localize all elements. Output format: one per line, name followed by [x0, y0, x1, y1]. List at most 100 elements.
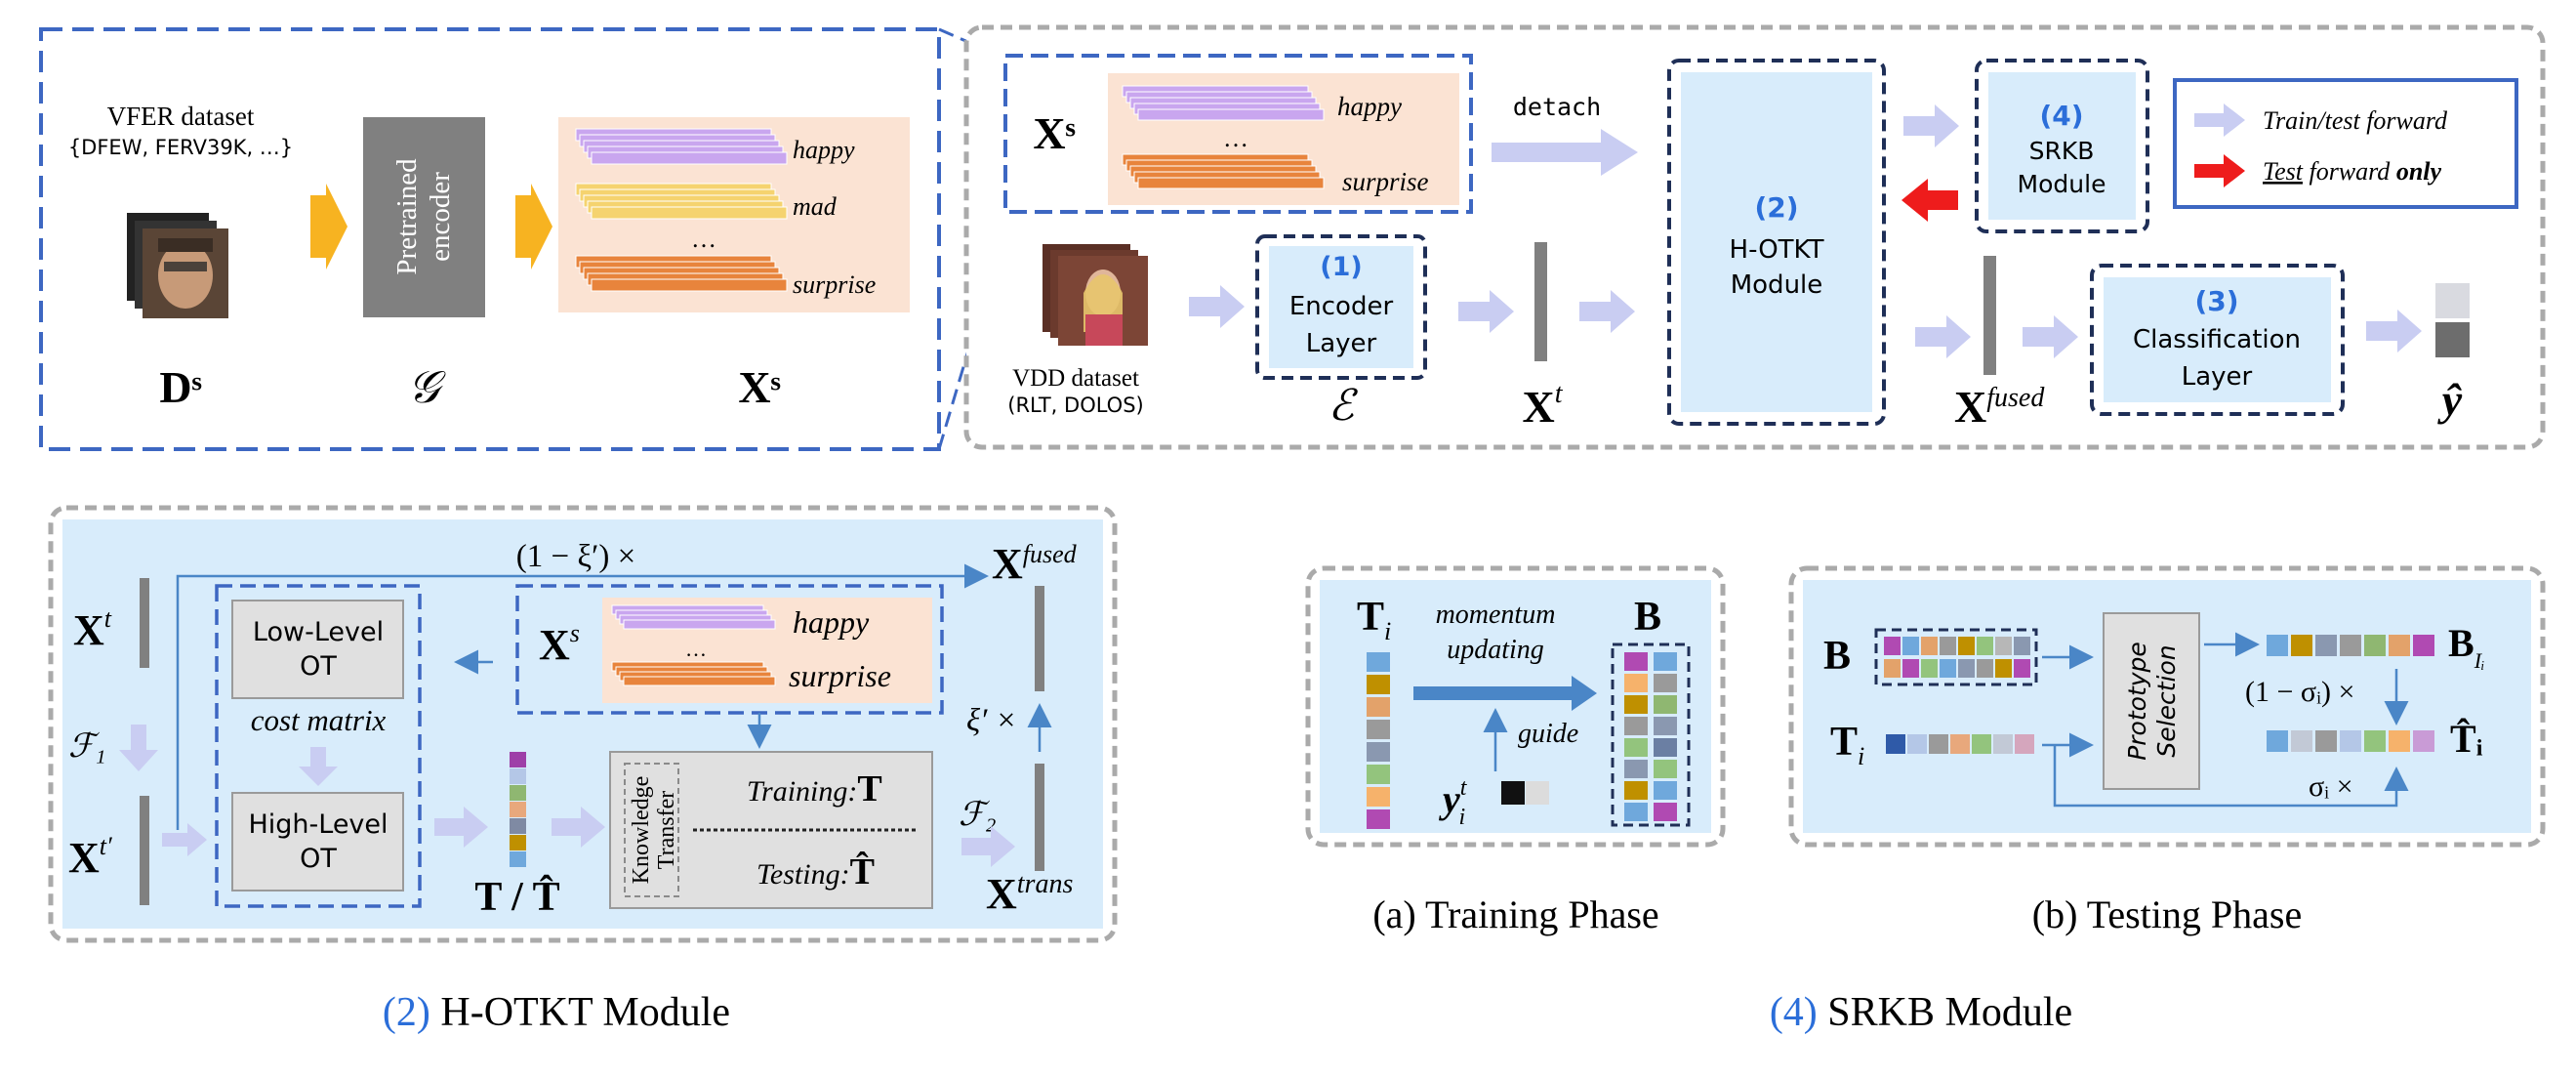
t-token: [510, 785, 526, 801]
t-token: [510, 851, 526, 867]
test-b-token: [1958, 659, 1975, 678]
test-b-box: [1874, 628, 2038, 686]
label-Ds: Dˢ: [159, 362, 201, 412]
srkb-num: (4): [2039, 100, 2083, 132]
main-class-ellipsis: …: [1223, 124, 1248, 152]
test-ti-row: [1886, 734, 2034, 754]
src-happy-feature: [591, 151, 788, 165]
hotkt-xfused: Xfused: [992, 540, 1078, 588]
test-b-token: [1995, 659, 2012, 678]
hotkt-class-ellipsis: …: [685, 637, 707, 661]
source-panel: VFER dataset {DFEW, FERV39K, …} Dˢ Pretr…: [39, 27, 1012, 451]
train-b-token: [1624, 781, 1648, 800]
vfer-title: VFER dataset: [107, 102, 255, 131]
label-Xfused-main: Xfused: [1954, 382, 2045, 432]
test-that-token: [2364, 730, 2386, 752]
test-that-token: [2413, 730, 2434, 752]
src-class-ellipsis: …: [691, 225, 716, 253]
arrow-momentum: [1413, 676, 1597, 711]
hotkt-xt-prime-bar: [140, 796, 149, 905]
arrow-vdd-encoder: [1189, 285, 1245, 328]
t-token: [510, 818, 526, 834]
testing-phase-caption: (b) Testing Phase: [2032, 892, 2302, 936]
src-class-surprise: surprise: [793, 270, 876, 299]
test-that-row: [2267, 730, 2434, 752]
hotkt-xs-box: [515, 584, 944, 715]
train-b-token: [1654, 781, 1677, 800]
test-bii-token: [2364, 635, 2386, 656]
kt-training: Training:T: [747, 768, 882, 809]
test-ti-token: [1993, 734, 2013, 754]
test-ti-token: [2015, 734, 2034, 754]
vdd-image-stack: [1043, 244, 1148, 346]
encoder-label: Pretrainedencoder: [391, 158, 456, 275]
train-b-token: [1654, 695, 1677, 714]
arrow-hotkt-xfused: [1915, 315, 1971, 358]
test-bii-token: [2340, 635, 2361, 656]
test-bii-token: [2413, 635, 2434, 656]
test-ti-token: [1972, 734, 1991, 754]
train-ti-token: [1367, 652, 1390, 672]
t-token: [510, 802, 526, 817]
t-token-stack: [510, 752, 526, 867]
test-bii-token: [2389, 635, 2410, 656]
cls-num: (3): [2194, 285, 2238, 317]
y-onehot-black: [1501, 781, 1525, 805]
train-b-token: [1624, 717, 1648, 735]
hotkt-t-label: T / T̂: [474, 875, 559, 920]
test-b-token: [1977, 637, 1993, 655]
train-ti-stack: [1367, 652, 1390, 829]
test-bii: BIᵢ: [2448, 621, 2485, 673]
test-that-token: [2315, 730, 2337, 752]
test-b-token: [1884, 637, 1901, 655]
test-ti-token: [1950, 734, 1970, 754]
test-that-token: [2267, 730, 2288, 752]
test-bii-token: [2291, 635, 2312, 656]
hotkt-f1: ℱ₁: [68, 728, 106, 765]
train-b: B: [1634, 595, 1661, 640]
line-top-fused: [176, 563, 989, 830]
high-level-ot-box: [231, 792, 404, 891]
legend-test-only: Test forward only: [2263, 157, 2441, 186]
vdd-list: (RLT, DOLOS): [1007, 394, 1143, 417]
arrow-t-kt: [552, 807, 605, 848]
train-b-token: [1654, 803, 1677, 821]
train-b-token: [1624, 760, 1648, 778]
srkb-testing-panel: B Ti PrototypeSelection BIᵢ (1 − σᵢ) × T…: [1788, 565, 2546, 848]
arrow-ot-t: [434, 807, 488, 848]
test-b-token: [1977, 659, 1993, 678]
arrow-cls-output: [2366, 310, 2422, 352]
arrow-f1-down: [119, 725, 158, 771]
kt-testing: Testing:T̂: [756, 851, 875, 892]
test-that: T̂ᵢ: [2450, 717, 2483, 761]
hotkt-f2: ℱ₂: [959, 797, 997, 833]
t-token: [510, 835, 526, 850]
t-token: [510, 768, 526, 784]
detach-label: detach: [1513, 93, 1601, 121]
prototype-selection-box: [2103, 612, 2200, 790]
arrow-hotkt-srkb: [1903, 104, 1959, 147]
encoder-symbol: ℰ: [1329, 382, 1359, 430]
arrow-kt-xtrans: [961, 826, 1015, 867]
test-b: B: [1823, 634, 1851, 679]
test-b-token: [1995, 637, 2012, 655]
xt-bar: [1534, 242, 1547, 361]
arrow-encoder-xt: [1458, 290, 1514, 333]
train-b-token: [1624, 695, 1648, 714]
test-b-token: [1940, 637, 1956, 655]
t-token: [510, 752, 526, 767]
hotkt-xtrans: Xtrans: [986, 869, 1073, 918]
encoder-num: (1): [1320, 252, 1362, 282]
training-phase-caption: (a) Training Phase: [1372, 892, 1658, 936]
one-minus-sigma: (1 − σᵢ) ×: [2245, 676, 2354, 708]
test-that-token: [2291, 730, 2312, 752]
main-happy-feature: [1137, 108, 1325, 121]
train-b-token: [1654, 738, 1677, 757]
test-ti-token: [1886, 734, 1905, 754]
face-image-stack: [127, 213, 228, 318]
